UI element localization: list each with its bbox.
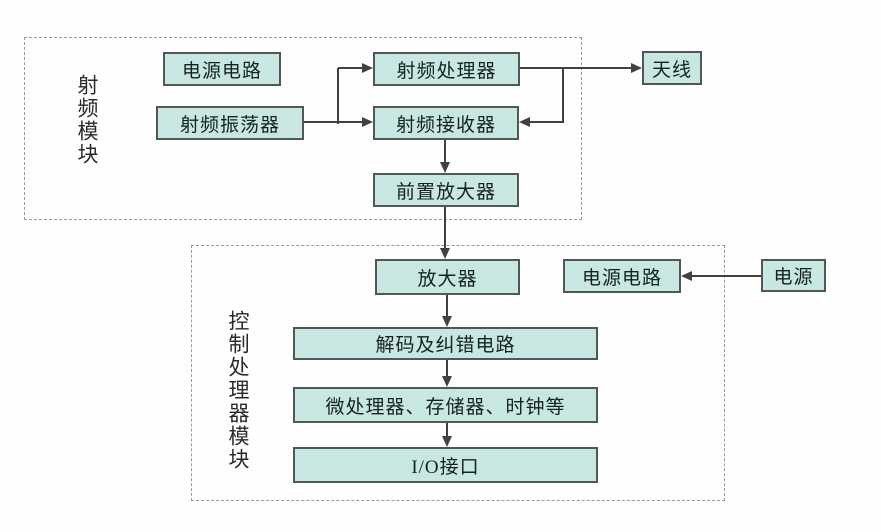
node-io-interface: I/O接口 bbox=[293, 447, 598, 483]
connector-branch-to-processor bbox=[338, 67, 362, 69]
connector-receiver-to-preamplifier bbox=[444, 140, 446, 163]
node-antenna: 天线 bbox=[642, 51, 702, 85]
node-power-circuit-rf: 电源电路 bbox=[163, 52, 281, 86]
node-rf-oscillator: 射频振荡器 bbox=[156, 106, 304, 140]
arrow-right-icon bbox=[362, 63, 373, 73]
connector-processor-to-antenna bbox=[520, 67, 631, 69]
arrow-left-icon bbox=[519, 117, 530, 127]
arrow-left-icon bbox=[681, 271, 692, 281]
node-amplifier: 放大器 bbox=[375, 259, 520, 295]
arrow-down-icon bbox=[440, 162, 450, 173]
connector-oscillator-branch-up bbox=[337, 68, 339, 124]
connector-decoder-to-mcu bbox=[446, 360, 448, 377]
connector-amplifier-to-decoder bbox=[446, 295, 448, 317]
arrow-right-icon bbox=[631, 63, 642, 73]
connector-mcu-to-io bbox=[446, 423, 448, 437]
connector-oscillator-to-receiver bbox=[304, 121, 362, 123]
arrow-down-icon bbox=[442, 316, 452, 327]
arrow-down-icon bbox=[442, 436, 452, 447]
node-rf-processor: 射频处理器 bbox=[373, 52, 520, 86]
connector-antenna-line-drop bbox=[562, 68, 564, 123]
node-power-circuit-control: 电源电路 bbox=[563, 259, 681, 293]
control-processor-module-group: 控制处理器模块 bbox=[191, 245, 725, 501]
rf-module-group: 射频模块 bbox=[24, 37, 582, 220]
node-rf-receiver: 射频接收器 bbox=[373, 106, 519, 140]
connector-power-to-power-circuit bbox=[692, 275, 761, 277]
connector-drop-to-receiver bbox=[530, 121, 564, 123]
arrow-down-icon bbox=[442, 376, 452, 387]
node-decoder-error-correction: 解码及纠错电路 bbox=[293, 327, 598, 360]
rf-module-label: 射频模块 bbox=[75, 74, 99, 166]
node-microprocessor-memory-clock: 微处理器、存储器、时钟等 bbox=[293, 387, 598, 423]
node-preamplifier: 前置放大器 bbox=[373, 173, 519, 207]
control-processor-module-label: 控制处理器模块 bbox=[226, 310, 250, 471]
connector-preamplifier-to-amplifier bbox=[444, 207, 446, 249]
node-power-supply: 电源 bbox=[761, 259, 826, 292]
arrow-right-icon bbox=[362, 117, 373, 127]
arrow-down-icon bbox=[440, 248, 450, 259]
